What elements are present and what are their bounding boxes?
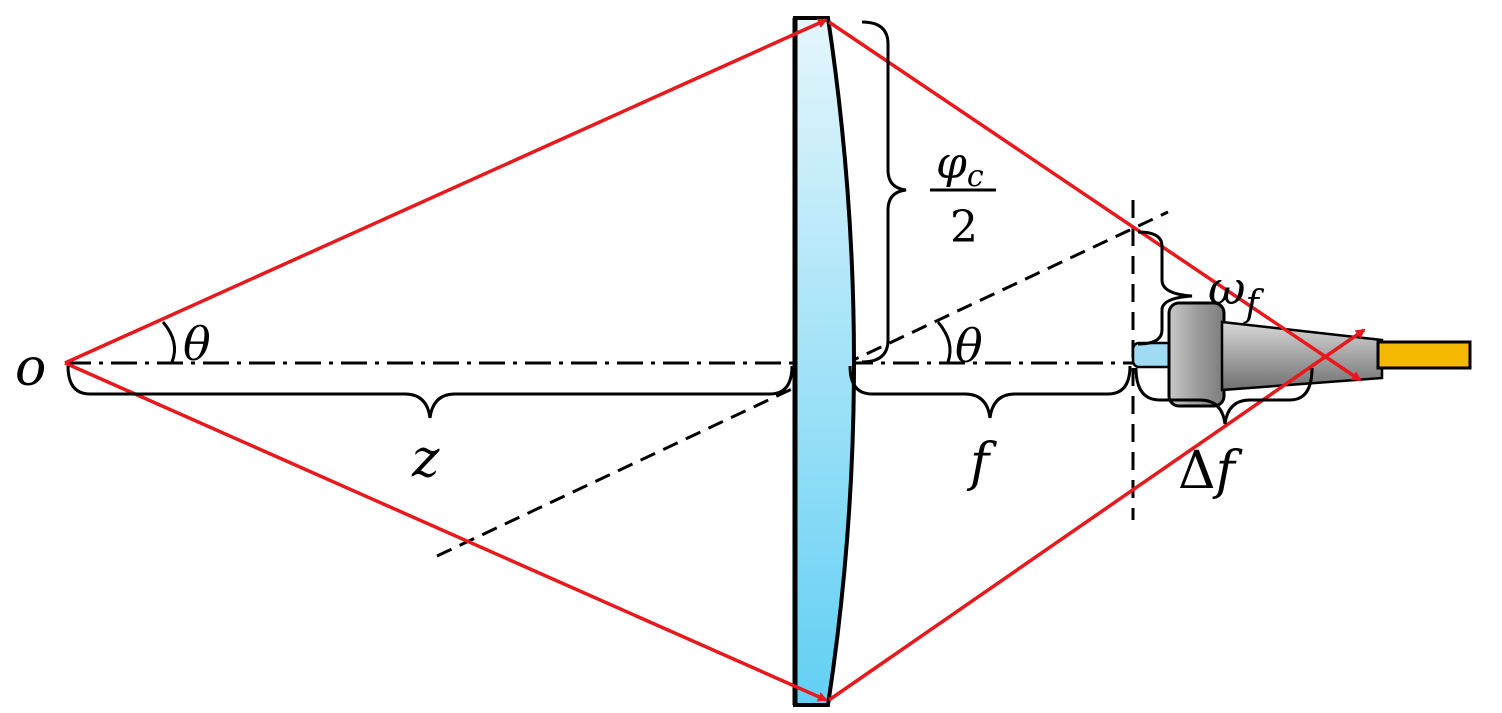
fiber-collimator: [1131, 301, 1472, 408]
collimator-housing: [1167, 301, 1226, 408]
ray-object-to-lens-bottom: [64, 361, 828, 702]
f-brace: [848, 365, 1132, 419]
phi-brace: [861, 20, 907, 364]
z-label: z: [411, 429, 440, 489]
lens: [792, 16, 856, 707]
angle-arc-left: [161, 321, 176, 363]
theta-left-label: θ: [183, 317, 211, 371]
origin-label: o: [15, 338, 46, 398]
z-brace: [66, 365, 794, 419]
phi-label: φc: [936, 138, 984, 194]
delta-f-brace: [1134, 367, 1314, 425]
ray-object-to-lens-top: [64, 18, 828, 365]
fiber-jacket: [1376, 340, 1472, 370]
fiber-tip: [1131, 341, 1175, 369]
ray-lens-bottom-to-fiber: [828, 328, 1366, 702]
delta-f-label: Δf: [1178, 441, 1243, 501]
theta-right-label: θ: [955, 319, 983, 373]
rays: [64, 18, 1366, 702]
angle-arc-right: [936, 321, 952, 363]
omega-brace: [1137, 230, 1193, 346]
collimator-taper: [1220, 320, 1384, 392]
ray-lens-top-to-fiber: [828, 20, 1362, 382]
phi-denominator: 2: [950, 202, 978, 253]
f-label: f: [966, 433, 997, 493]
braces: [66, 20, 1314, 425]
